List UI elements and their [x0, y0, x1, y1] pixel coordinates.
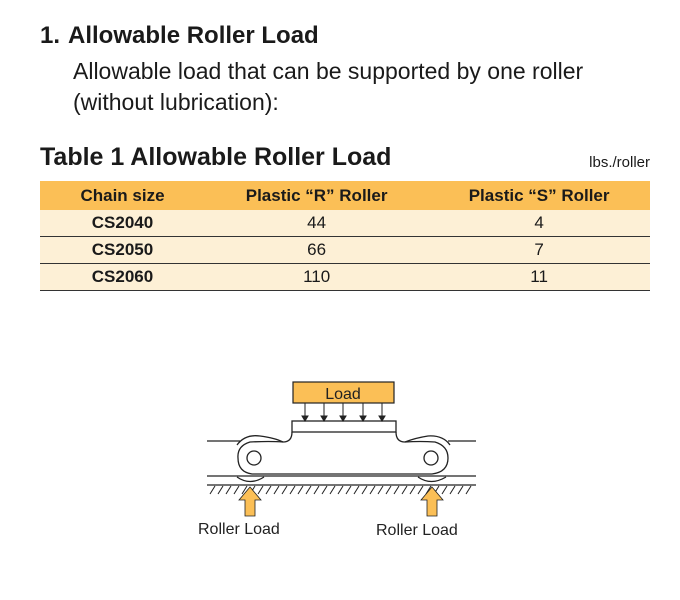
hatch-line — [313, 485, 320, 495]
hatch-line — [209, 485, 216, 495]
hatch-line — [305, 485, 312, 495]
chain-link — [207, 420, 476, 486]
section-title: Allowable Roller Load — [68, 22, 319, 49]
cell: 44 — [205, 210, 429, 237]
cell: 66 — [205, 236, 429, 264]
header-cell: Plastic “S” Roller — [428, 181, 650, 210]
hatch-line — [401, 485, 408, 495]
cell: 110 — [205, 263, 429, 291]
table-header-row: Chain size Plastic “R” Roller Plastic “S… — [40, 181, 650, 210]
header-cell: Plastic “R” Roller — [205, 181, 429, 210]
hatch-line — [369, 485, 376, 495]
hatch-line — [217, 485, 224, 495]
hatch-line — [361, 485, 368, 495]
table-title: Table 1 Allowable Roller Load — [40, 143, 392, 171]
hatch-line — [353, 485, 360, 495]
cell: 11 — [428, 263, 650, 291]
hatch-line — [337, 485, 344, 495]
hatch-line — [449, 485, 456, 495]
hatch-line — [385, 485, 392, 495]
hatch-line — [257, 485, 264, 495]
load-arrows — [301, 403, 386, 422]
hatch-line — [441, 485, 448, 495]
cell: 4 — [428, 210, 650, 237]
section-intro: Allowable load that can be supported by … — [73, 58, 584, 115]
cell: CS2050 — [40, 236, 205, 264]
hatch-line — [225, 485, 232, 495]
right-roller-load-arrow-icon — [420, 486, 444, 517]
left-roller-load-label: Roller Load — [198, 521, 280, 538]
hatch-line — [409, 485, 416, 495]
hatch-line — [393, 485, 400, 495]
hatch-line — [297, 485, 304, 495]
hatch-line — [241, 485, 248, 495]
hatch-line — [457, 485, 464, 495]
left-roller-load-arrow-icon — [238, 486, 262, 517]
hatch-line — [465, 485, 472, 495]
hatch-line — [329, 485, 336, 495]
hatch-line — [289, 485, 296, 495]
cell: 7 — [428, 236, 650, 264]
cell: CS2040 — [40, 210, 205, 237]
right-roller-load-label: Roller Load — [376, 522, 458, 539]
hatch-line — [377, 485, 384, 495]
header-cell: Chain size — [40, 181, 205, 210]
roller-load-table: Chain size Plastic “R” Roller Plastic “S… — [40, 181, 650, 291]
hatch-line — [281, 485, 288, 495]
hatch-line — [233, 485, 240, 495]
hatch-line — [265, 485, 272, 495]
section-heading: 1.Allowable Roller Load — [40, 22, 319, 49]
load-label: Load — [325, 386, 361, 403]
hatch-line — [345, 485, 352, 495]
hatch-line — [321, 485, 328, 495]
hatch-line — [273, 485, 280, 495]
cell: CS2060 — [40, 263, 205, 291]
table-unit: lbs./roller — [589, 154, 650, 171]
hatch-line — [417, 485, 424, 495]
